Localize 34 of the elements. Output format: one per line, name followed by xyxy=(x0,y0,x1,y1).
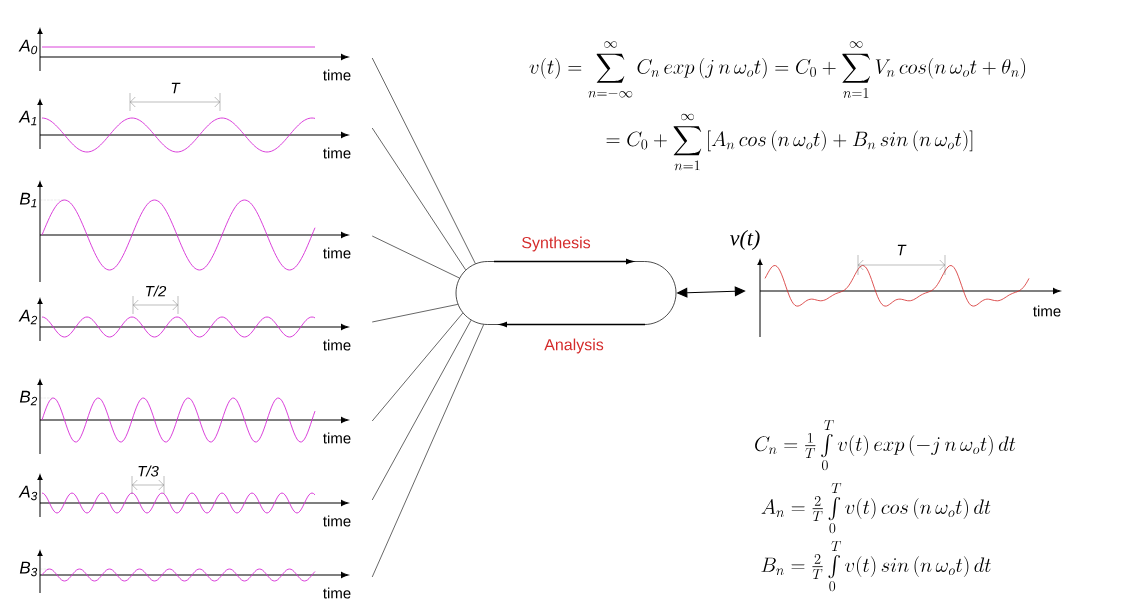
period-label: T/2 xyxy=(146,285,167,297)
amplitude-label: A$_{0}$ xyxy=(18,39,38,55)
signal-label: v(t) xyxy=(730,230,760,250)
amplitude-label: A$_{3}$ xyxy=(18,485,38,501)
connector xyxy=(371,235,460,279)
axis-label: time xyxy=(323,587,351,599)
formula: $A_n = \frac{2}{T}\int\limits_0^T v(t) \, cos\,(n\, \omega_o t)\, dt$ xyxy=(761,483,991,534)
axis-label: time xyxy=(323,432,351,444)
axis-label: time xyxy=(323,515,351,527)
period-label: T/3 xyxy=(138,465,159,477)
process-label: Synthesis xyxy=(522,236,591,252)
amplitude-label: B$_{1}$ xyxy=(19,192,37,208)
axis-label: time xyxy=(323,147,351,159)
axis-label: time xyxy=(323,69,351,81)
formula: $= C_0 + \sum_{n=1}^{\infty} \left[ A_n \, cos\,(n\,\omega_o t) + B_n \, sin\,(n\,\omega_o t) \right]$ xyxy=(606,113,973,171)
connector xyxy=(371,57,476,264)
connector xyxy=(371,312,464,422)
connector xyxy=(371,324,484,578)
period-label: T xyxy=(171,82,181,94)
formula: $B_n = \frac{2}{T}\int\limits_0^T v(t) \, sin\,(n\, \omega_o t)\, dt$ xyxy=(761,541,991,592)
connector xyxy=(371,127,466,271)
amplitude-label: A$_{1}$ xyxy=(18,110,37,126)
amplitude-label: A$_{2}$ xyxy=(18,309,38,325)
axis-label: time xyxy=(323,339,351,351)
formula: $v(t) = \sum_{n=-\infty}^{\infty} C_n \, exp\,(j\, n\, \omega_o t) = C_0 + \sum_{n=1}^{\infty} V_n \, cos(n\,\omega_o t + \theta_n)$ xyxy=(529,41,1026,98)
period-label: T xyxy=(897,244,907,256)
axis-label: time xyxy=(1033,305,1061,317)
formula: $C_n = \frac{1}{T}\int\limits_0^T v(t) \, exp\,(-j\, n\, \omega_o t)\, dt$ xyxy=(755,420,1016,471)
connector xyxy=(371,304,459,323)
process-label: Analysis xyxy=(544,338,604,354)
connector xyxy=(371,319,472,501)
amplitude-label: B$_{2}$ xyxy=(19,390,38,406)
amplitude-label: B$_{3}$ xyxy=(19,561,38,577)
axis-label: time xyxy=(323,247,351,259)
